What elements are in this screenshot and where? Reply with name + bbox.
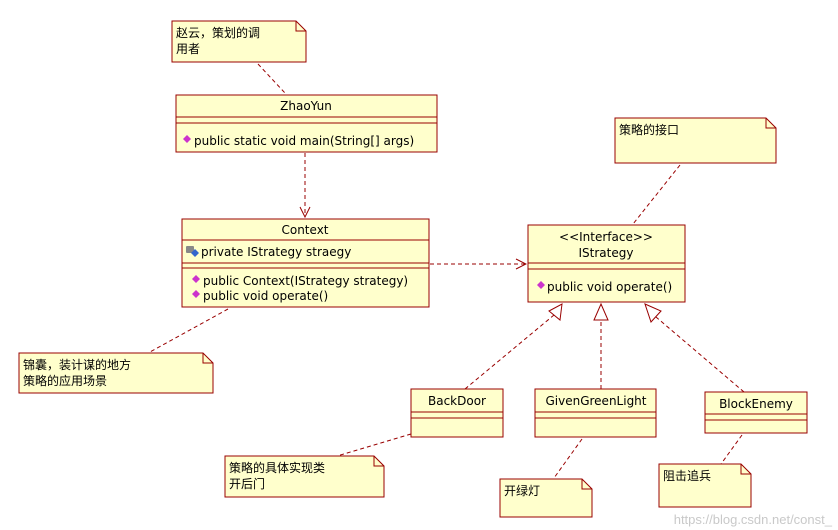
note-backdoor-link (336, 433, 412, 457)
note-givengreenlight-link (553, 438, 583, 479)
interface-istrategy-name: IStrategy (579, 246, 634, 260)
class-givengreenlight-name: GivenGreenLight (545, 394, 646, 408)
operation-icon (192, 290, 200, 298)
note-context-link (149, 308, 229, 353)
interface-istrategy-op-operate: public void operate() (547, 280, 672, 294)
note-givengreenlight[interactable]: 开绿灯 (499, 478, 593, 518)
operation-icon (537, 281, 545, 289)
note-blockenemy-line-1: 阻击追兵 (663, 468, 711, 483)
class-context-attr-strategy: private IStrategy straegy (201, 245, 351, 259)
realization-givengreenlight-istrategy (593, 302, 609, 389)
class-givengreenlight[interactable]: GivenGreenLight (534, 388, 657, 438)
realization-backdoor-istrategy (464, 303, 563, 390)
class-backdoor[interactable]: BackDoor (410, 388, 504, 438)
note-backdoor-line-1: 策略的具体实现类 (229, 460, 325, 475)
note-blockenemy-link (720, 434, 743, 465)
operation-icon (192, 275, 200, 283)
note-context-line-1: 锦囊，装计谋的地方 (23, 357, 131, 372)
note-zhaoyun-line-1: 赵云，策划的调 (176, 25, 260, 40)
class-context-op-constructor: public Context(IStrategy strategy) (203, 274, 408, 288)
class-blockenemy-name: BlockEnemy (719, 397, 793, 411)
note-zhaoyun-line-2: 用者 (176, 42, 200, 56)
realization-blockenemy-istrategy (644, 303, 745, 393)
note-backdoor-line-2: 开后门 (229, 476, 265, 491)
note-blockenemy[interactable]: 阻击追兵 (658, 463, 752, 508)
class-zhaoyun-name: ZhaoYun (280, 99, 332, 113)
class-backdoor-name: BackDoor (428, 394, 486, 408)
note-backdoor[interactable]: 策略的具体实现类 开后门 (224, 455, 385, 498)
class-zhaoyun[interactable]: ZhaoYun public static void main(String[]… (175, 94, 438, 153)
watermark: https://blog.csdn.net/const_ (674, 512, 833, 527)
class-blockenemy[interactable]: BlockEnemy (704, 391, 808, 434)
attribute-lock-icon (186, 246, 199, 257)
interface-istrategy-stereotype: <<Interface>> (559, 230, 653, 244)
class-context[interactable]: Context private IStrategy straegy public… (181, 218, 430, 308)
note-zhaoyun-link (257, 63, 286, 94)
note-context-line-2: 策略的应用场景 (23, 373, 107, 388)
operation-icon (183, 135, 191, 143)
note-istrategy-link (632, 164, 681, 225)
class-context-op-operate: public void operate() (203, 289, 328, 303)
interface-istrategy[interactable]: <<Interface>> IStrategy public void oper… (527, 224, 686, 303)
note-istrategy-line-1: 策略的接口 (619, 122, 679, 137)
note-istrategy[interactable]: 策略的接口 (614, 117, 777, 164)
note-context[interactable]: 锦囊，装计谋的地方 策略的应用场景 (18, 352, 214, 394)
class-zhaoyun-op-main: public static void main(String[] args) (194, 134, 414, 148)
note-givengreenlight-line-1: 开绿灯 (504, 483, 540, 498)
class-context-name: Context (281, 223, 328, 237)
note-zhaoyun[interactable]: 赵云，策划的调 用者 (171, 20, 307, 63)
